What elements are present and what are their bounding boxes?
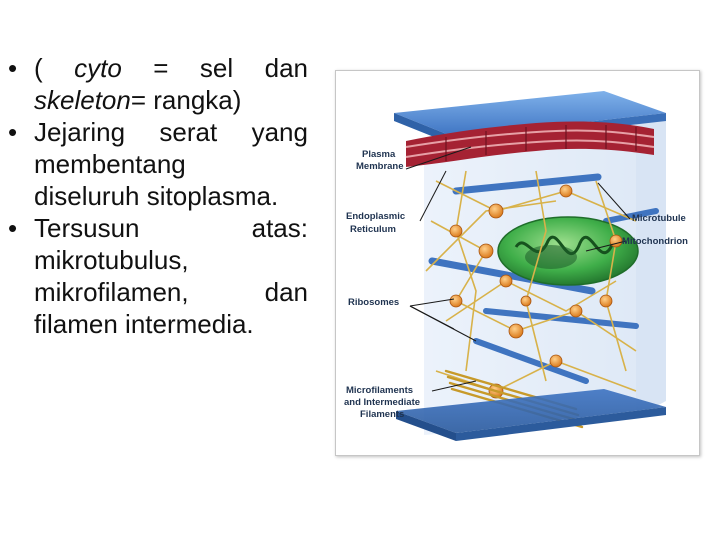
label-mitochondrion: Mitochondrion <box>622 236 688 247</box>
text-segment: filamen intermedia. <box>34 309 254 339</box>
cytoskeleton-illustration: Plasma Membrane Endoplasmic Reticulum Ri… <box>344 91 688 441</box>
bullet-line: filamen intermedia. <box>34 308 308 340</box>
label-plasma-membrane-line2: Membrane <box>356 161 404 172</box>
bullet-line: Jejaring serat yang <box>34 116 308 148</box>
label-er-line2: Reticulum <box>350 224 396 235</box>
text-segment: sel <box>199 53 234 83</box>
text-segment: diseluruh sitoplasma. <box>34 181 279 211</box>
text-segment: mikrofilamen, <box>34 277 189 307</box>
bullet-line: Tersusun atas: <box>34 212 308 244</box>
intermediate-filaments <box>425 170 637 392</box>
label-microfilaments-line1: Microfilaments <box>346 385 413 396</box>
label-er-line1: Endoplasmic <box>346 211 405 222</box>
microtubules <box>428 173 659 384</box>
text-segment: = rangka) <box>130 85 242 115</box>
ribosomes <box>449 184 623 399</box>
label-microfilaments-line2: and Intermediate <box>344 397 420 408</box>
text-segment: mikrotubulus, <box>34 245 189 275</box>
italic-term: skeleton <box>34 85 131 115</box>
label-microfilaments-line3: Filaments <box>360 409 404 420</box>
text-segment: ( <box>34 53 43 83</box>
text-segment: Tersusun <box>34 213 140 243</box>
italic-term: cyto <box>74 53 122 83</box>
bullet-line: diseluruh sitoplasma. <box>34 180 308 212</box>
bullet-line: mikrotubulus, <box>34 244 308 276</box>
label-ribosomes: Ribosomes <box>348 297 399 308</box>
text-segment: dan <box>264 277 308 307</box>
text-segment: atas: <box>251 213 308 243</box>
text-segment: serat <box>159 117 218 147</box>
text-segment: membentang <box>34 149 186 179</box>
bullet-item: Tersusun atas: mikrotubulus,mikrofilamen, d… <box>8 212 308 340</box>
plasma-membrane <box>394 91 666 167</box>
text-segment: dan <box>264 53 308 83</box>
mitochondrion <box>497 216 639 286</box>
text-segment: yang <box>251 117 308 147</box>
bullet-line: membentang <box>34 148 308 180</box>
leader-lines <box>405 146 631 392</box>
text-segment: Jejaring <box>34 117 126 147</box>
bottom-membrane <box>396 389 666 441</box>
label-plasma-membrane-line1: Plasma <box>362 149 396 160</box>
text-segment: = <box>153 53 169 83</box>
cytoskeleton-figure: Plasma Membrane Endoplasmic Reticulum Ri… <box>335 70 700 456</box>
bullet-line: skeleton= rangka) <box>34 84 308 116</box>
bullet-line: mikrofilamen, dan <box>34 276 308 308</box>
figure-labels: Plasma Membrane Endoplasmic Reticulum Ri… <box>344 149 688 420</box>
label-microtubule: Microtubule <box>632 213 686 224</box>
